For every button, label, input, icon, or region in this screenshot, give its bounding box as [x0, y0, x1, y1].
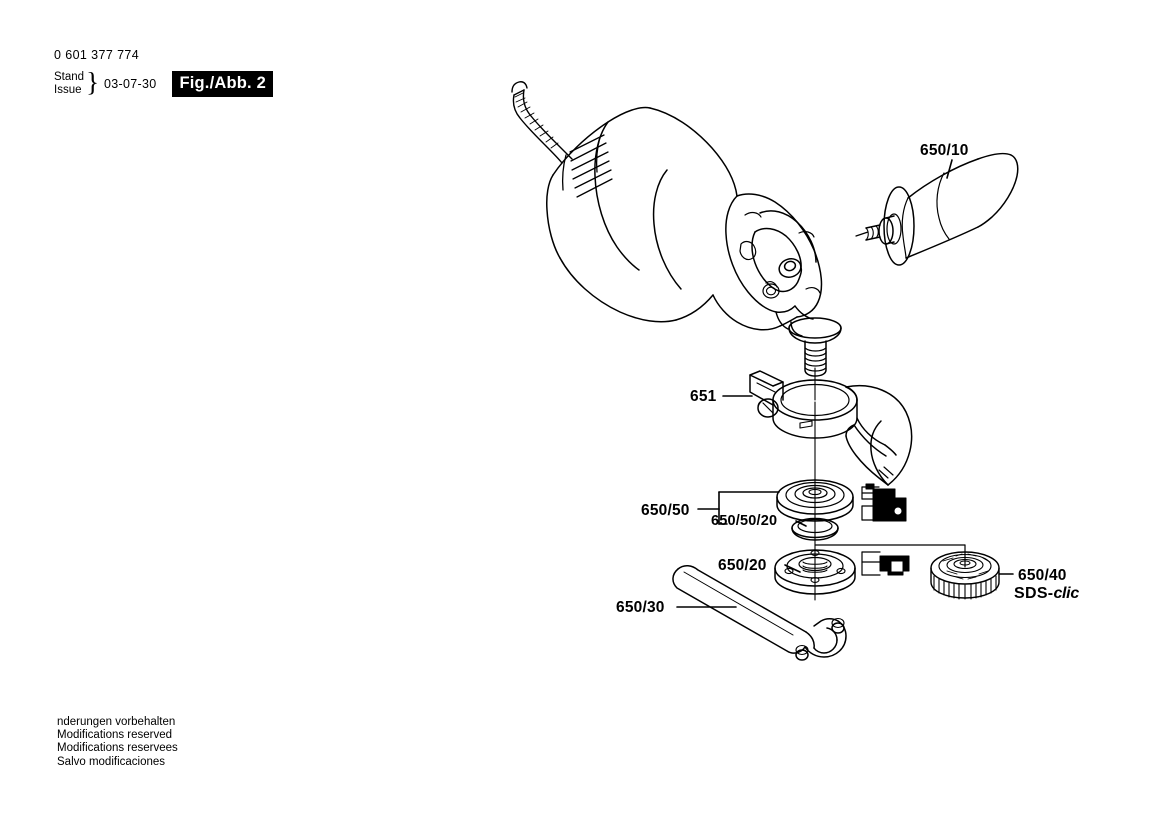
clic-wordmark: clic: [1053, 585, 1079, 602]
callout-650-20: 650/20: [718, 557, 767, 574]
callout-650-10: 650/10: [920, 142, 969, 159]
ventilation-slots: [561, 134, 613, 198]
callout-650-50-20: 650/50/20: [711, 513, 778, 529]
footer-line-en: Modifications reserved: [57, 729, 173, 742]
power-cord: [511, 81, 573, 164]
support-flange: [774, 549, 856, 595]
stand-label: Stand: [54, 71, 85, 83]
footer-disclaimer: nderungen vorbehalten Modifications rese…: [57, 716, 178, 769]
section-profile-upper: [861, 466, 907, 522]
sds-clic-logo: SDS-clic: [1014, 585, 1079, 603]
callout-650-30: 650/30: [616, 599, 665, 616]
leader-lines: [676, 159, 1014, 608]
issue-date: 03-07-30: [104, 77, 157, 91]
callout-651: 651: [690, 388, 717, 405]
order-number: 0 601 377 774: [54, 48, 140, 62]
figure-badge: Fig./Abb. 2: [172, 71, 273, 97]
section-profile-lower: [861, 551, 910, 576]
footer-line-es: Salvo modificaciones: [57, 755, 166, 768]
wheel-guard: [749, 370, 913, 486]
gear-head: [712, 193, 823, 331]
spindle: [788, 317, 842, 377]
o-ring: [791, 517, 839, 541]
sds-prefix: SDS-: [1014, 585, 1054, 602]
spanner-wrench: [672, 565, 847, 661]
brace-glyph: }: [86, 67, 100, 97]
footer-line-fr: Modifications reservees: [57, 742, 178, 755]
footer-line-de: nderungen vorbehalten: [57, 716, 176, 728]
auxiliary-side-handle: [855, 152, 1019, 266]
motor-housing: [546, 106, 738, 323]
sds-clic-nut: [930, 551, 1000, 600]
callout-650-50: 650/50: [641, 502, 690, 519]
callout-650-40: 650/40: [1018, 567, 1067, 584]
backing-flange: [776, 479, 854, 522]
issue-label: Issue: [54, 84, 82, 96]
